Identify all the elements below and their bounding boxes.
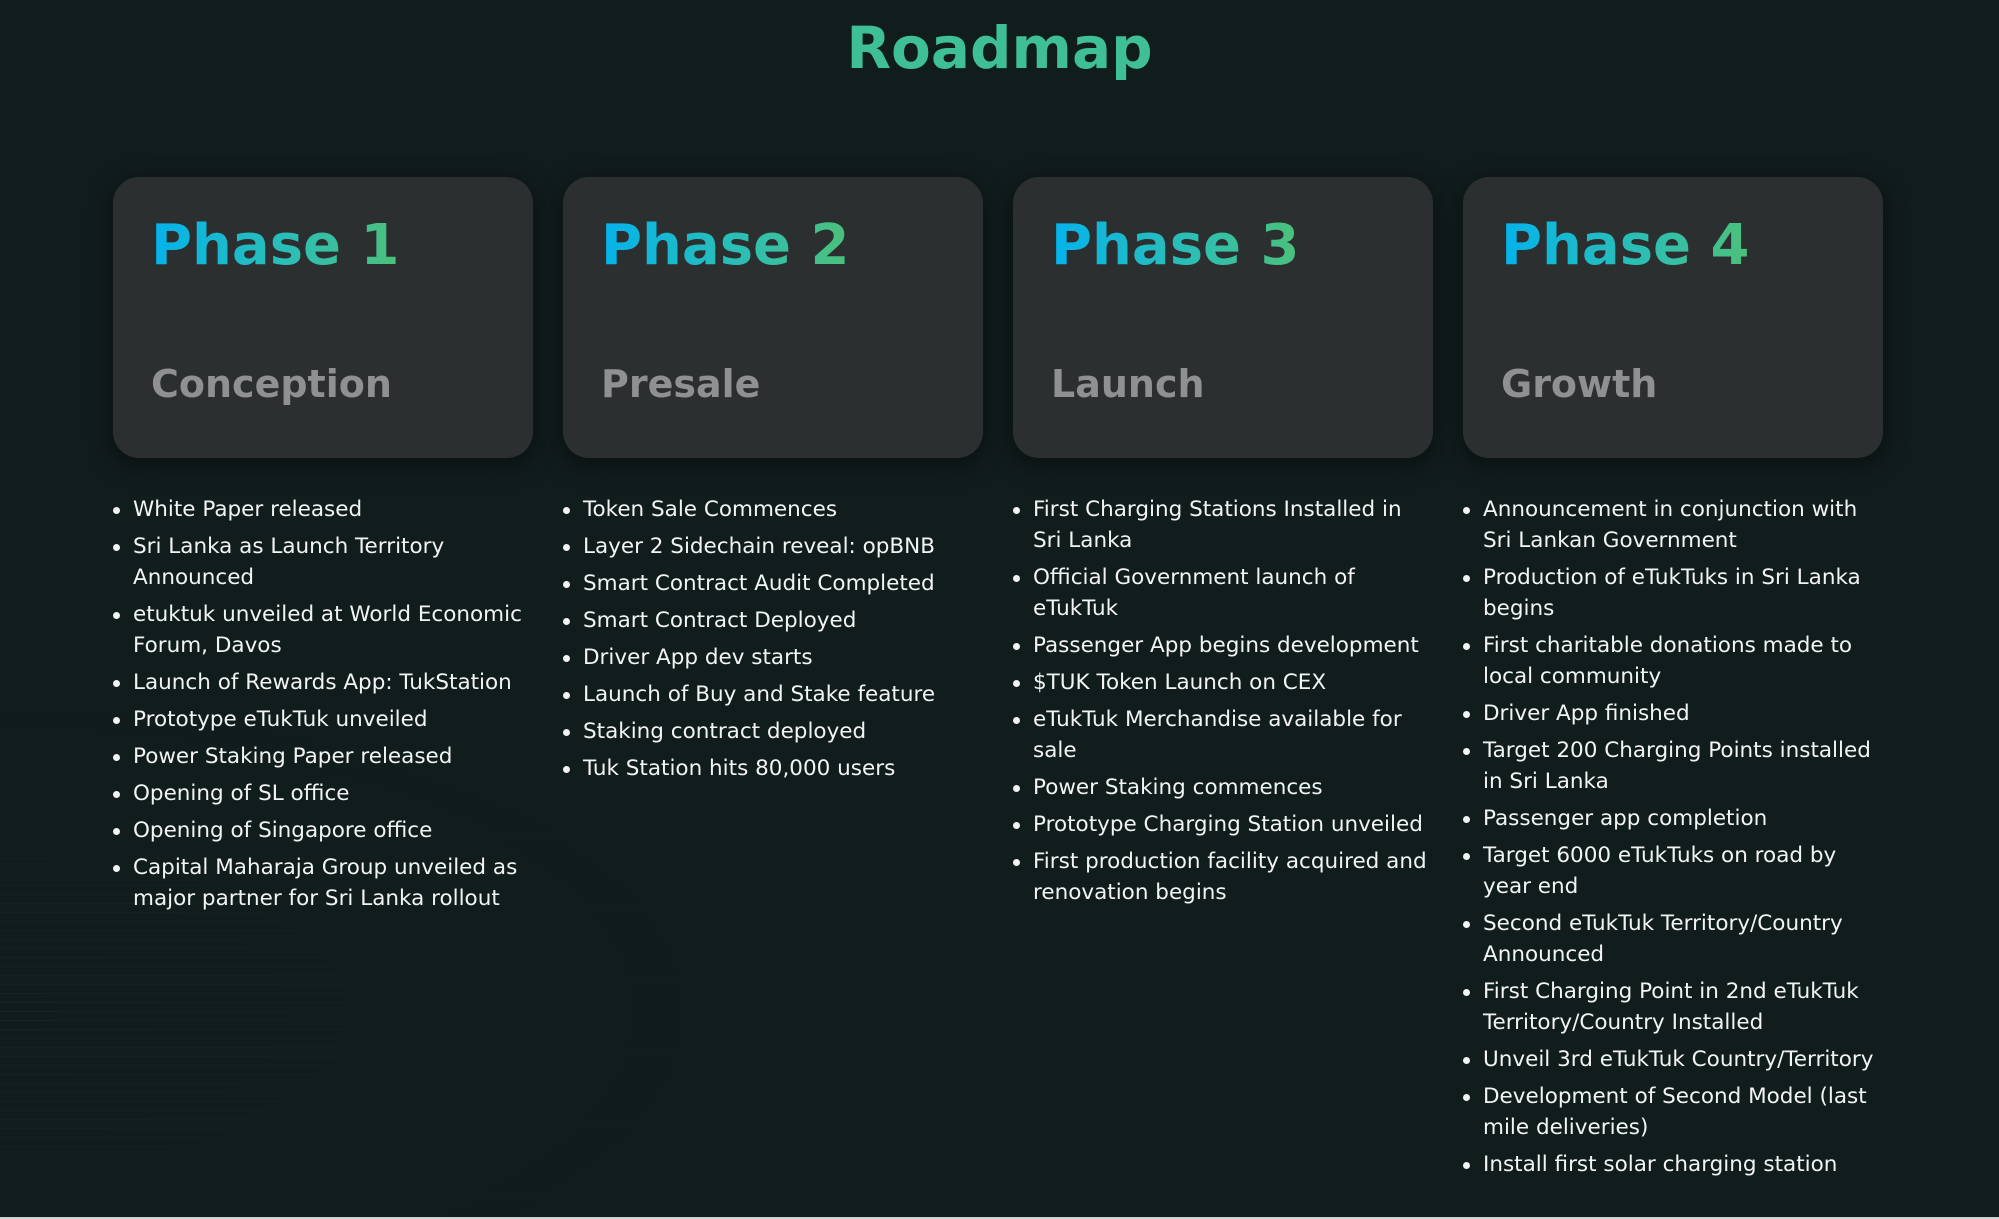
milestone-item: First charitable donations made to local… — [1463, 630, 1883, 692]
phase-card: Phase 2 Presale — [563, 177, 983, 458]
milestone-item: Second eTukTuk Territory/Country Announc… — [1463, 908, 1883, 970]
phase-title: Phase 2 — [601, 213, 850, 278]
milestone-item: Launch of Rewards App: TukStation — [113, 667, 533, 698]
milestone-item: Opening of SL office — [113, 778, 533, 809]
milestone-item: Passenger App begins development — [1013, 630, 1433, 661]
phase-card: Phase 1 Conception — [113, 177, 533, 458]
milestone-item: Unveil 3rd eTukTuk Country/Territory — [1463, 1044, 1883, 1075]
milestone-item: etuktuk unveiled at World Economic Forum… — [113, 599, 533, 661]
milestone-item: Driver App dev starts — [563, 642, 983, 673]
milestone-item: Announcement in conjunction with Sri Lan… — [1463, 494, 1883, 556]
milestone-item: Prototype eTukTuk unveiled — [113, 704, 533, 735]
milestone-item: Power Staking commences — [1013, 772, 1433, 803]
divider — [0, 1217, 1999, 1219]
milestone-item: Capital Maharaja Group unveiled as major… — [113, 852, 533, 914]
milestone-item: Opening of Singapore office — [113, 815, 533, 846]
milestone-item: eTukTuk Merchandise available for sale — [1013, 704, 1433, 766]
milestone-item: $TUK Token Launch on CEX — [1013, 667, 1433, 698]
milestone-item: Production of eTukTuks in Sri Lanka begi… — [1463, 562, 1883, 624]
phase-card: Phase 3 Launch — [1013, 177, 1433, 458]
milestone-item: Smart Contract Audit Completed — [563, 568, 983, 599]
milestone-item: Tuk Station hits 80,000 users — [563, 753, 983, 784]
milestone-item: Staking contract deployed — [563, 716, 983, 747]
milestone-item: First production facility acquired and r… — [1013, 846, 1433, 908]
phase-subtitle: Launch — [1051, 362, 1205, 406]
phase-card: Phase 4 Growth — [1463, 177, 1883, 458]
milestone-item: First Charging Stations Installed in Sri… — [1013, 494, 1433, 556]
phase-title: Phase 3 — [1051, 213, 1300, 278]
milestone-item: Power Staking Paper released — [113, 741, 533, 772]
milestone-list: Announcement in conjunction with Sri Lan… — [1463, 494, 1883, 1180]
milestone-item: Install first solar charging station — [1463, 1149, 1883, 1180]
phase-subtitle: Conception — [151, 362, 392, 406]
milestone-item: Target 200 Charging Points installed in … — [1463, 735, 1883, 797]
milestone-item: Prototype Charging Station unveiled — [1013, 809, 1433, 840]
milestone-item: Token Sale Commences — [563, 494, 983, 525]
milestone-item: Development of Second Model (last mile d… — [1463, 1081, 1883, 1143]
milestone-item: Sri Lanka as Launch Territory Announced — [113, 531, 533, 593]
milestone-item: Layer 2 Sidechain reveal: opBNB — [563, 531, 983, 562]
milestone-item: Official Government launch of eTukTuk — [1013, 562, 1433, 624]
phase-title: Phase 4 — [1501, 213, 1750, 278]
milestone-item: Passenger app completion — [1463, 803, 1883, 834]
milestone-item: First Charging Point in 2nd eTukTuk Terr… — [1463, 976, 1883, 1038]
phase-title: Phase 1 — [151, 213, 400, 278]
milestone-item: Smart Contract Deployed — [563, 605, 983, 636]
milestone-list: First Charging Stations Installed in Sri… — [1013, 494, 1433, 908]
milestone-item: White Paper released — [113, 494, 533, 525]
milestone-item: Target 6000 eTukTuks on road by year end — [1463, 840, 1883, 902]
phase-subtitle: Presale — [601, 362, 761, 406]
page-title: Roadmap — [846, 14, 1153, 82]
milestone-item: Driver App finished — [1463, 698, 1883, 729]
milestone-item: Launch of Buy and Stake feature — [563, 679, 983, 710]
phase-subtitle: Growth — [1501, 362, 1658, 406]
